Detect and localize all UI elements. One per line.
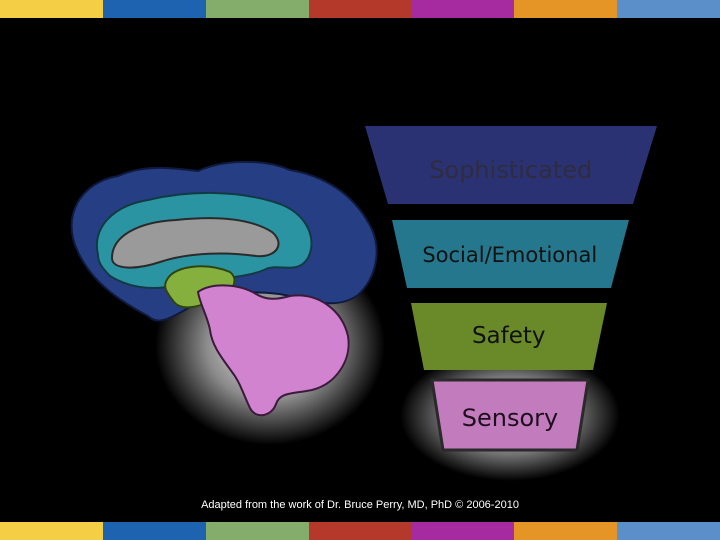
- stripe-segment-6: [617, 522, 720, 540]
- layer-sophisticated: [365, 126, 657, 204]
- brain-brainstem: [196, 284, 350, 417]
- layer-label-sophisticated: Sophisticated: [429, 156, 592, 184]
- attribution-caption: Adapted from the work of Dr. Bruce Perry…: [201, 499, 519, 511]
- stripe-segment-2: [205, 0, 309, 18]
- stripe-segment-0: [0, 522, 103, 540]
- top-color-stripe: [0, 0, 720, 18]
- layer-sensory: [430, 378, 590, 452]
- stripe-segment-1: [102, 0, 206, 18]
- brain-ventricle: [110, 217, 280, 269]
- stripe-segment-5: [514, 0, 618, 18]
- layer-label-sensory: Sensory: [462, 404, 558, 432]
- stripe-segment-1: [102, 522, 206, 540]
- stripe-segment-0: [0, 0, 103, 18]
- stripe-segment-3: [308, 0, 412, 18]
- stripe-segment-5: [514, 522, 618, 540]
- layer-label-safety: Safety: [472, 323, 546, 349]
- layer-label-social-emotional: Social/Emotional: [422, 243, 597, 267]
- stripe-segment-6: [617, 0, 720, 18]
- stripe-segment-4: [411, 0, 515, 18]
- stripe-segment-3: [308, 522, 412, 540]
- stripe-segment-2: [205, 522, 309, 540]
- stripe-segment-4: [411, 522, 515, 540]
- layer-safety: [411, 303, 607, 370]
- bottom-color-stripe: [0, 522, 720, 540]
- layer-social-emotional: [392, 220, 629, 288]
